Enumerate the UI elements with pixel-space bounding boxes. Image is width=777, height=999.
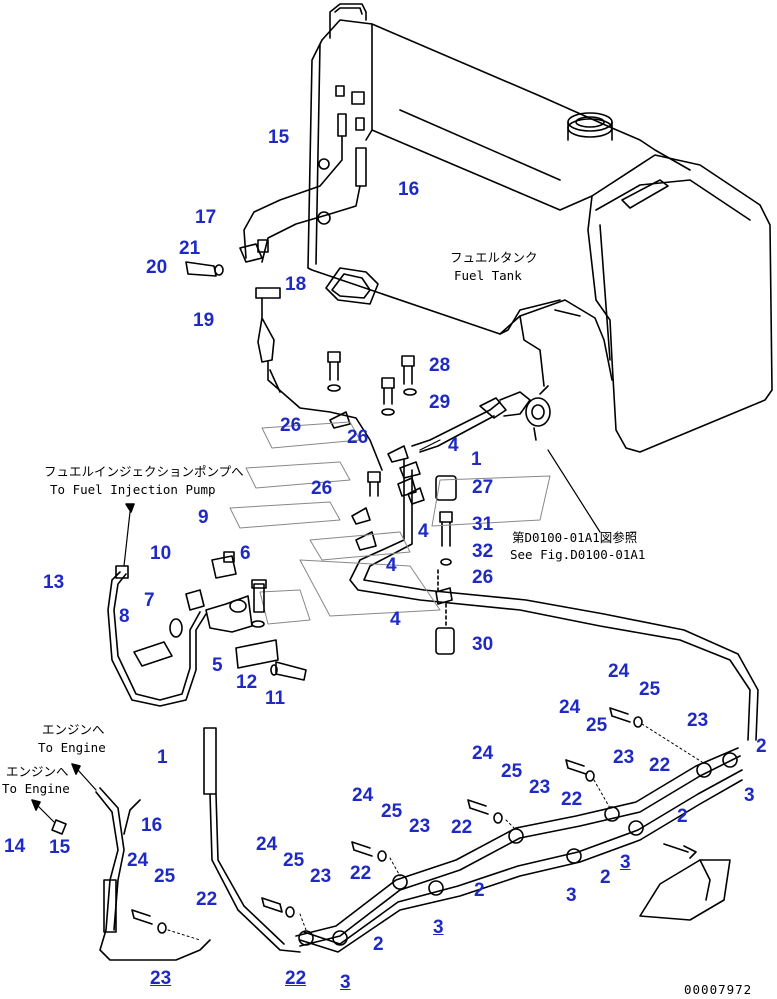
fuel-filter-block [107, 503, 307, 953]
callout-12: 12 [236, 672, 258, 693]
callout-5: 5 [212, 655, 223, 676]
callout-14: 14 [4, 836, 26, 857]
callout-31: 31 [472, 514, 494, 535]
engine-note-b-en: To Engine [2, 781, 70, 796]
callout-25-d: 25 [381, 801, 403, 822]
callout-17: 17 [195, 207, 217, 228]
callout-4-a: 4 [448, 435, 459, 456]
callout-2-d: 2 [474, 880, 485, 901]
callout-2-e: 2 [373, 934, 384, 955]
fuel-tank-note-en: Fuel Tank [454, 268, 522, 283]
engine-note-b-jp: エンジンへ [6, 764, 69, 779]
callout-24-f: 24 [127, 850, 149, 871]
callout-22-c: 22 [451, 817, 473, 838]
callout-26-c: 26 [311, 478, 333, 499]
callout-16-b: 16 [141, 815, 163, 836]
callout-13: 13 [43, 572, 65, 593]
callout-21: 21 [179, 238, 201, 259]
callout-24-d: 24 [352, 785, 374, 806]
callout-22-b: 22 [561, 789, 583, 810]
callout-15-b: 15 [49, 837, 71, 858]
callout-22-d: 22 [350, 863, 372, 884]
callout-25-a: 25 [639, 679, 661, 700]
callout-26-a: 26 [280, 415, 302, 436]
callout-3-b: 3 [620, 852, 631, 873]
callout-9: 9 [198, 507, 209, 528]
callout-23-a: 23 [687, 710, 709, 731]
callout-11: 11 [265, 688, 286, 709]
callout-16: 16 [398, 179, 420, 200]
callout-3-d: 3 [433, 917, 444, 938]
callout-25-c: 25 [501, 761, 523, 782]
callout-23-b: 23 [613, 747, 635, 768]
callout-23-e: 23 [310, 866, 332, 887]
injection-pump-note-en: To Fuel Injection Pump [50, 482, 216, 497]
callout-24-b: 24 [559, 697, 581, 718]
callout-15: 15 [268, 127, 290, 148]
callout-2-b: 2 [677, 806, 688, 827]
callout-24-a: 24 [608, 661, 630, 682]
callout-30: 30 [472, 634, 494, 655]
injection-pump-note-jp: フュエルインジェクションポンプへ [44, 464, 244, 479]
see-figure-note-jp: 第D0100-01A1図参照 [512, 530, 638, 545]
engine-note-a-jp: エンジンへ [42, 722, 105, 737]
callout-19: 19 [193, 310, 215, 331]
callout-28: 28 [429, 355, 451, 376]
callout-25-b: 25 [586, 715, 608, 736]
callout-23-f: 23 [150, 968, 172, 989]
callout-26-b: 26 [347, 427, 369, 448]
callout-18: 18 [285, 274, 307, 295]
callout-32: 32 [472, 541, 494, 562]
callout-27: 27 [472, 477, 494, 498]
callout-4-d: 4 [390, 609, 401, 630]
callout-20: 20 [146, 257, 168, 278]
see-figure-note-en: See Fig.D0100-01A1 [510, 547, 646, 562]
drawing-number: 00007972 [684, 982, 753, 997]
callout-22-e: 22 [196, 889, 218, 910]
callout-4-c: 4 [386, 555, 397, 576]
callout-3-c: 3 [566, 885, 577, 906]
callout-25-e: 25 [283, 850, 305, 871]
lower-piping [31, 707, 743, 961]
fuel-tank [307, 3, 773, 453]
central-fittings [229, 351, 759, 741]
callout-3-a: 3 [744, 785, 755, 806]
callout-2-c: 2 [600, 867, 611, 888]
callout-25-f: 25 [154, 866, 176, 887]
fuel-tank-note-jp: フュエルタンク [450, 250, 538, 265]
callout-6: 6 [240, 543, 251, 564]
callout-7: 7 [144, 590, 155, 611]
callout-22-f: 22 [285, 968, 307, 989]
callout-2-a: 2 [756, 736, 767, 757]
callout-22-a: 22 [649, 755, 671, 776]
callout-23-c: 23 [529, 777, 551, 798]
callout-10: 10 [150, 543, 172, 564]
callout-23-d: 23 [409, 816, 431, 837]
callout-1-a: 1 [471, 449, 482, 470]
callout-24-e: 24 [256, 834, 278, 855]
callout-1-b: 1 [157, 747, 168, 768]
callout-26-d: 26 [472, 567, 494, 588]
callout-29: 29 [429, 392, 451, 413]
callout-4-b: 4 [418, 521, 429, 542]
callout-8: 8 [119, 606, 130, 627]
engine-note-a-en: To Engine [38, 740, 106, 755]
tank-top-fittings [185, 85, 383, 471]
callout-24-c: 24 [472, 743, 494, 764]
callout-3-e: 3 [340, 972, 351, 993]
